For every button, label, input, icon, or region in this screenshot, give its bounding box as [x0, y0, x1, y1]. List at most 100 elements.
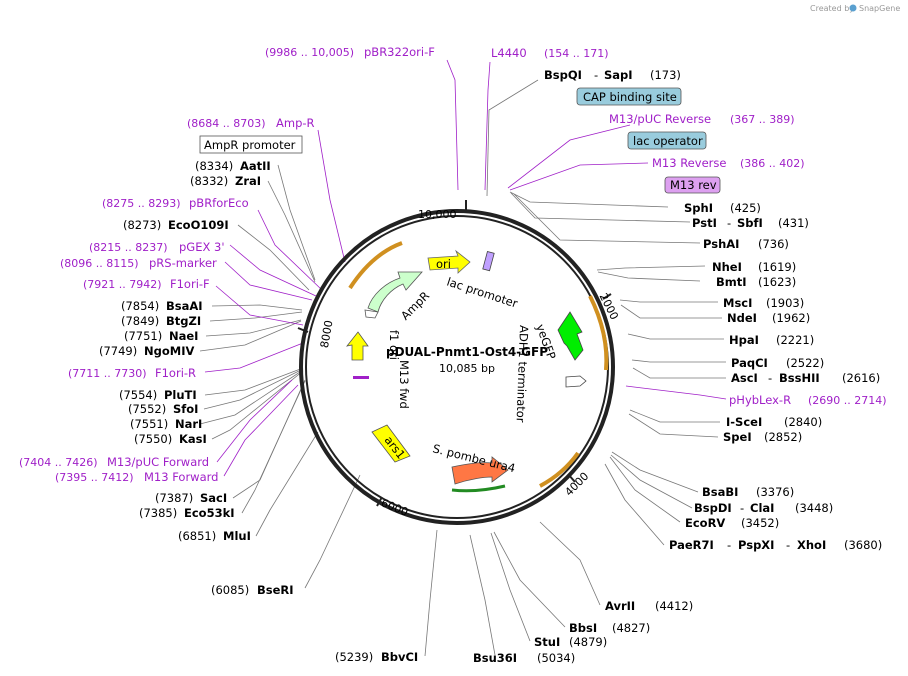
svg-text:(173): (173)	[650, 68, 681, 82]
tick-10000: 10,000	[418, 208, 457, 221]
svg-text:-: -	[786, 538, 790, 552]
f1ori-f-name: F1ori-F	[170, 277, 210, 291]
enzyme-sapi: SapI	[604, 68, 633, 82]
svg-text:(425): (425)	[730, 201, 761, 215]
orf-arc-2	[588, 295, 609, 371]
prs-marker-range: (8096 .. 8115)	[60, 257, 139, 270]
credit-brand: SnapGene	[859, 4, 900, 13]
svg-text:(8334): (8334)	[195, 159, 233, 173]
svg-text:(7554): (7554)	[119, 388, 157, 402]
amp-r-range: (8684 .. 8703)	[187, 117, 266, 130]
svg-text:(1619): (1619)	[758, 260, 796, 274]
f1ori-r-name: F1ori-R	[155, 366, 196, 380]
m13puc-forward-range: (7404 .. 7426)	[19, 456, 98, 469]
backbone-outer	[299, 209, 615, 525]
m13-fwd-arrow	[353, 376, 369, 379]
svg-text:-: -	[727, 538, 731, 552]
cap-binding-label: CAP binding site	[583, 90, 677, 104]
plasmid-size: 10,085 bp	[439, 362, 495, 375]
svg-text:(8273): (8273)	[123, 218, 161, 232]
ori-label: ori	[436, 257, 451, 271]
svg-text:(3452): (3452)	[741, 516, 779, 530]
m13-rev-box	[664, 176, 721, 194]
svg-text:(7749): (7749)	[99, 344, 137, 358]
enzyme-ecorv: EcoRV	[685, 516, 725, 530]
enzyme-btgzi: BtgZI	[166, 314, 201, 328]
svg-text:(2616): (2616)	[842, 371, 880, 385]
svg-text:(2522): (2522)	[786, 356, 824, 370]
enzyme-asci: AscI	[731, 371, 758, 385]
amp-r-name: Amp-R	[276, 116, 315, 130]
adh1-terminator-arrow	[565, 375, 587, 388]
prs-marker-name: pRS-marker	[149, 256, 217, 270]
enzyme-clai: ClaI	[750, 501, 774, 515]
enzyme-stui: StuI	[534, 635, 560, 649]
enzyme-bsshii: BssHII	[779, 371, 820, 385]
svg-text:(2852): (2852)	[764, 430, 802, 444]
enzyme-avrii: AvrII	[605, 599, 635, 613]
enzyme-sfoi: SfoI	[173, 402, 198, 416]
m13-reverse-range: (386 .. 402)	[740, 157, 805, 170]
svg-text:(2840): (2840)	[784, 415, 822, 429]
enzyme-bmti: BmtI	[716, 275, 747, 289]
enzymes-right: BspQI - SapI (173) SphI (425) PstI - Sbf…	[473, 68, 882, 665]
enzyme-psti: PstI	[692, 216, 717, 230]
enzyme-paer7i: PaeR7I	[669, 538, 714, 552]
enzyme-ngomiv: NgoMIV	[144, 344, 194, 358]
svg-text:(431): (431)	[778, 216, 809, 230]
snapgene-logo-icon	[849, 4, 857, 12]
enzyme-nhei: NheI	[712, 260, 742, 274]
enzyme-zrai: ZraI	[235, 174, 261, 188]
enzyme-bsaai: BsaAI	[166, 299, 203, 313]
svg-text:(6851): (6851)	[178, 529, 216, 543]
svg-text:-: -	[594, 68, 598, 82]
ura4-promoter-band	[451, 484, 506, 493]
yegfp-arrow	[557, 311, 584, 361]
svg-text:(4827): (4827)	[612, 621, 650, 635]
m13-forward-name: M13 Forward	[144, 470, 218, 484]
enzyme-bspqi: BspQI	[544, 68, 582, 82]
phyblex-r-range: (2690 .. 2714)	[808, 394, 887, 407]
svg-text:-: -	[727, 216, 731, 230]
svg-text:(7551): (7551)	[130, 417, 168, 431]
enzyme-kasi: KasI	[179, 432, 207, 446]
lac-operator-label: lac operator	[633, 134, 703, 148]
m13-reverse-name: M13 Reverse	[652, 156, 726, 170]
svg-text:(6085): (6085)	[211, 583, 249, 597]
svg-text:(736): (736)	[758, 237, 789, 251]
svg-text:(8332): (8332)	[190, 174, 228, 188]
credit-text: Created by	[810, 4, 854, 13]
enzyme-nari: NarI	[175, 417, 202, 431]
ampr-label: AmpR	[398, 289, 432, 323]
adh1-terminator-label: ADH1 terminator	[514, 325, 531, 423]
orf-arc-3	[539, 451, 580, 488]
enzyme-bbvci: BbvCI	[381, 650, 418, 664]
enzyme-aatii: AatII	[240, 159, 271, 173]
svg-text:(7387): (7387)	[155, 491, 193, 505]
enzyme-eco53ki: Eco53kI	[184, 506, 235, 520]
enzyme-bsabi: BsaBI	[702, 485, 738, 499]
enzyme-hpai: HpaI	[729, 333, 759, 347]
lac-operator-box	[627, 131, 707, 150]
primer-lines	[204, 59, 727, 477]
svg-text:(3680): (3680)	[844, 538, 882, 552]
enzyme-sphi: SphI	[684, 201, 713, 215]
enzyme-paqci: PaqCI	[731, 356, 768, 370]
svg-text:(3376): (3376)	[756, 485, 794, 499]
orf-arc-1	[348, 241, 403, 290]
svg-text:(3448): (3448)	[795, 501, 833, 515]
enzyme-ndei: NdeI	[727, 311, 757, 325]
m13puc-reverse-range: (367 .. 389)	[730, 113, 795, 126]
m13-fwd-label: M13 fwd	[397, 360, 411, 409]
lac-promoter-arrow	[482, 251, 495, 272]
pgex3-range: (8215 .. 8237)	[89, 241, 168, 254]
tick-4000: 4000	[562, 470, 591, 499]
enzyme-spei: SpeI	[723, 430, 752, 444]
plasmid-name: pDUAL-Pnmt1-Ost4-GFP	[386, 345, 548, 359]
svg-text:(7385): (7385)	[139, 506, 177, 520]
m13puc-reverse-name: M13/pUC Reverse	[609, 112, 711, 126]
enzyme-msci: MscI	[723, 296, 752, 310]
svg-text:-: -	[740, 501, 744, 515]
enzyme-xhoi: XhoI	[797, 538, 826, 552]
